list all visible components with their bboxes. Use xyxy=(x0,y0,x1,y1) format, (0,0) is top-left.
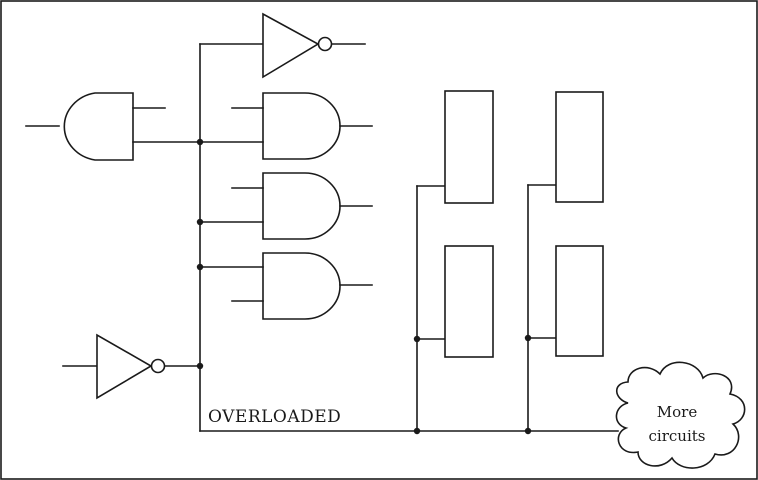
more-circuits-cloud: More circuits xyxy=(615,361,746,469)
junction-dot xyxy=(196,138,204,146)
junction-dot xyxy=(196,362,204,370)
block-2-bottom xyxy=(555,245,604,357)
block-1-top xyxy=(444,90,494,204)
and-gate-1 xyxy=(199,92,373,160)
cloud-label-line1: More xyxy=(657,403,698,421)
not-gate-bottom xyxy=(62,333,201,400)
cloud-label-line2: circuits xyxy=(649,427,706,445)
and-gate-left xyxy=(25,92,201,161)
block-column-1 xyxy=(413,90,494,435)
block-1-bottom xyxy=(444,245,494,358)
and-gate-3 xyxy=(199,252,373,320)
not-gate-top xyxy=(199,12,366,79)
block-2-top xyxy=(555,91,604,203)
and-gate-2 xyxy=(199,172,373,240)
overloaded-label: OVERLOADED xyxy=(208,407,341,427)
junction-dot xyxy=(196,218,204,226)
junction-dot xyxy=(196,263,204,271)
block-column-2 xyxy=(524,91,604,435)
